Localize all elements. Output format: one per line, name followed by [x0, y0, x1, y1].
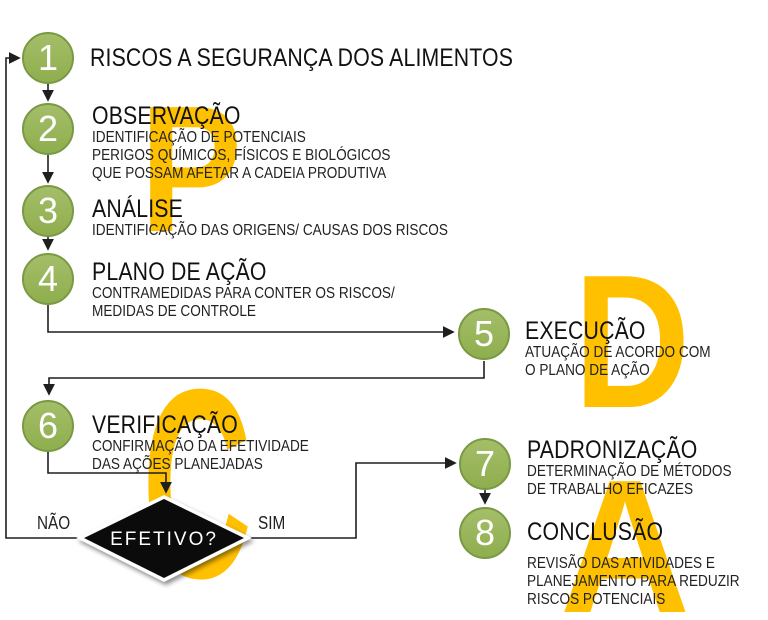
- step2-line: QUE POSSAM AFETAR A CADEIA PRODUTIVA: [92, 165, 387, 182]
- connector-no-loop-to-step1: [5, 52, 81, 539]
- pdca-letter-p: P: [140, 69, 242, 269]
- step3-text: ANÁLISE IDENTIFICAÇÃO DAS ORIGENS/ CAUSA…: [92, 196, 448, 240]
- connector-step6-decision: [47, 452, 172, 494]
- step2-heading: OBSERVAÇÃO: [92, 102, 241, 130]
- step5-text: EXECUÇÃO ATUAÇÃO DE ACORDO COM O PLANO D…: [525, 318, 711, 380]
- branch-label-no: NÃO: [37, 513, 71, 533]
- step5-line: O PLANO DE AÇÃO: [525, 362, 650, 379]
- step-circle-7: 7: [459, 438, 511, 490]
- connector-step4-step5: [47, 305, 455, 338]
- step-circle-1: 1: [22, 32, 74, 84]
- step6-heading: VERIFICAÇÃO: [92, 411, 238, 439]
- step1-heading: RISCOS A SEGURANÇA DOS ALIMENTOS: [90, 44, 514, 72]
- step8-heading: CONCLUSÃO: [527, 518, 664, 546]
- branch-label-yes: SIM: [258, 513, 286, 533]
- decision-diamond: [76, 495, 252, 582]
- step6-text: VERIFICAÇÃO CONFIRMAÇÃO DA EFETIVIDADE D…: [92, 412, 309, 474]
- connector-yes-to-step7: [248, 457, 457, 539]
- step4-line: CONTRAMEDIDAS PARA CONTER OS RISCOS/: [92, 285, 395, 302]
- step8-line: RISCOS POTENCIAIS: [527, 591, 666, 608]
- step8-line: PLANEJAMENTO PARA REDUZIR: [527, 573, 740, 590]
- step7-text: PADRONIZAÇÃO DETERMINAÇÃO DE MÉTODOS DE …: [527, 437, 732, 499]
- step3-line: IDENTIFICAÇÃO DAS ORIGENS/ CAUSAS DOS RI…: [92, 222, 448, 239]
- step-circle-6: 6: [22, 400, 74, 452]
- step4-line: MEDIDAS DE CONTROLE: [92, 303, 256, 320]
- step-circle-3: 3: [22, 185, 74, 237]
- step2-line: IDENTIFICAÇÃO DE POTENCIAIS: [92, 129, 306, 146]
- step2-text: OBSERVAÇÃO IDENTIFICAÇÃO DE POTENCIAIS P…: [92, 103, 390, 183]
- step2-line: PERIGOS QUÍMICOS, FÍSICOS E BIOLÓGICOS: [92, 147, 391, 164]
- step3-heading: ANÁLISE: [92, 195, 183, 223]
- step-circle-2: 2: [22, 103, 74, 155]
- step6-line: CONFIRMAÇÃO DA EFETIVIDADE: [92, 438, 309, 455]
- pdca-letter-d: D: [574, 236, 691, 448]
- step-circle-8: 8: [459, 507, 511, 559]
- step1-text: RISCOS A SEGURANÇA DOS ALIMENTOS: [90, 45, 513, 71]
- step7-line: DE TRABALHO EFICAZES: [527, 481, 694, 498]
- connector-step5-step6: [43, 361, 485, 396]
- step5-heading: EXECUÇÃO: [525, 317, 646, 345]
- pdca-letter-a: A: [560, 441, 690, 620]
- step7-line: DETERMINAÇÃO DE MÉTODOS: [527, 463, 732, 480]
- step4-heading: PLANO DE AÇÃO: [92, 258, 267, 286]
- decision-question: EFETIVO?: [110, 529, 218, 550]
- step-circle-4: 4: [22, 253, 74, 305]
- step-circle-5: 5: [458, 308, 510, 360]
- step8-line: REVISÃO DAS ATIVIDADES E: [527, 555, 715, 572]
- step5-line: ATUAÇÃO DE ACORDO COM: [525, 344, 711, 361]
- step4-text: PLANO DE AÇÃO CONTRAMEDIDAS PARA CONTER …: [92, 259, 395, 321]
- step7-heading: PADRONIZAÇÃO: [527, 436, 698, 464]
- step8-text: CONCLUSÃO REVISÃO DAS ATIVIDADES E PLANE…: [527, 519, 740, 609]
- step6-line: DAS AÇÕES PLANEJADAS: [92, 456, 263, 473]
